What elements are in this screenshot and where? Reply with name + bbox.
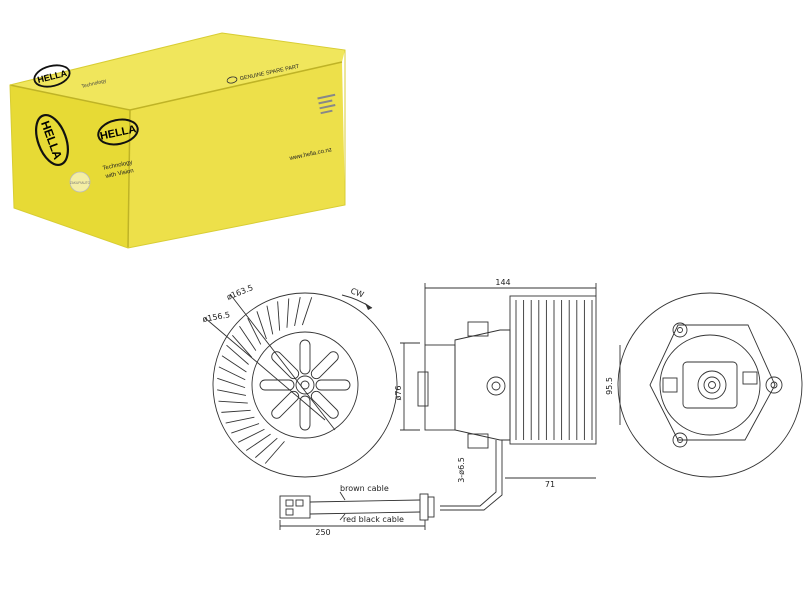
leader-dia-outer xyxy=(229,293,336,431)
spoke xyxy=(299,395,311,431)
mount-hole-bottom xyxy=(672,432,688,448)
rear-bearing xyxy=(697,370,727,400)
vane xyxy=(221,355,247,373)
bottom-bracket xyxy=(467,433,489,449)
brown-cable-line xyxy=(309,499,421,503)
label-red-black-cable: red black cable xyxy=(343,515,404,524)
dim-144: 144 xyxy=(495,278,510,287)
vane xyxy=(221,409,251,413)
wheel-outer-circle xyxy=(212,292,398,478)
spoke xyxy=(271,390,300,419)
fan-drum xyxy=(509,295,597,445)
dim-71: 71 xyxy=(545,480,555,489)
rear-outer-circle xyxy=(617,292,803,478)
box-front-face xyxy=(10,85,130,248)
vane xyxy=(301,297,313,326)
vane xyxy=(277,301,281,331)
vane xyxy=(247,318,262,345)
mount-hole-top xyxy=(672,322,688,338)
vane xyxy=(218,400,248,404)
side-hub xyxy=(486,376,506,396)
motor-endcap xyxy=(424,344,456,431)
spoke xyxy=(315,379,351,391)
vane xyxy=(226,344,249,365)
spoke xyxy=(259,379,295,391)
spoke xyxy=(310,390,339,419)
blower-rear-view xyxy=(617,292,803,478)
vane xyxy=(255,437,278,458)
vane xyxy=(294,297,301,326)
vane xyxy=(225,416,255,424)
vane xyxy=(266,305,274,335)
motor-back-plate xyxy=(682,361,738,409)
dim-95: 95.5 xyxy=(605,377,614,395)
dim-250: 250 xyxy=(315,528,330,537)
top-bracket xyxy=(467,321,489,337)
dim-76: ø76 xyxy=(394,385,403,400)
mount-hole-right xyxy=(765,376,783,394)
motor-shaft xyxy=(417,371,429,407)
vane xyxy=(246,433,271,451)
spoke xyxy=(310,351,339,380)
motor-housing xyxy=(454,329,511,441)
vane xyxy=(231,423,260,434)
terminal-left xyxy=(662,377,678,393)
wheel-inner-circle xyxy=(251,331,359,439)
rotation-label: CW xyxy=(349,286,365,299)
vane xyxy=(286,298,290,328)
badge-text: ZAKUPIAUTO xyxy=(70,181,91,185)
terminal-right xyxy=(742,371,758,385)
connector xyxy=(279,495,311,519)
vane xyxy=(217,389,246,396)
spokes xyxy=(259,339,351,431)
vane xyxy=(232,335,253,358)
label-brown-cable: brown cable xyxy=(340,484,389,493)
vane xyxy=(256,311,267,340)
dim-dia-inner: ø156.5 xyxy=(202,310,231,324)
box-side-face xyxy=(128,62,345,248)
spoke xyxy=(271,351,300,380)
hub-inner xyxy=(300,380,310,390)
vane xyxy=(217,377,246,389)
wheel-front-view xyxy=(204,292,398,478)
rear-inner-circle xyxy=(659,334,761,436)
fan-vanes xyxy=(217,297,313,464)
hub-outer xyxy=(295,375,315,395)
red-black-cable-line xyxy=(309,511,421,515)
product-box: HELLA Technology HELLA HELLA Technology … xyxy=(9,32,346,249)
fan-fins xyxy=(515,300,593,440)
box-top-face xyxy=(10,33,345,110)
cable-bundle xyxy=(440,440,497,507)
box-label-block xyxy=(317,93,336,115)
mounting-flange xyxy=(649,324,776,441)
vane xyxy=(239,326,257,351)
leader-dia-inner xyxy=(204,317,326,421)
blower-side-view xyxy=(279,283,597,530)
vane xyxy=(238,428,265,443)
technical-drawing: ø163.5 ø156.5 CW xyxy=(202,278,803,537)
dim-screw: 3-ø6.5 xyxy=(457,457,466,483)
vane xyxy=(264,441,285,464)
vane xyxy=(218,366,246,381)
grommet xyxy=(419,493,429,521)
watermark-badge: ZAKUPIAUTO xyxy=(69,171,91,193)
spoke xyxy=(299,339,311,375)
dim-dia-outer: ø163.5 xyxy=(225,283,254,302)
